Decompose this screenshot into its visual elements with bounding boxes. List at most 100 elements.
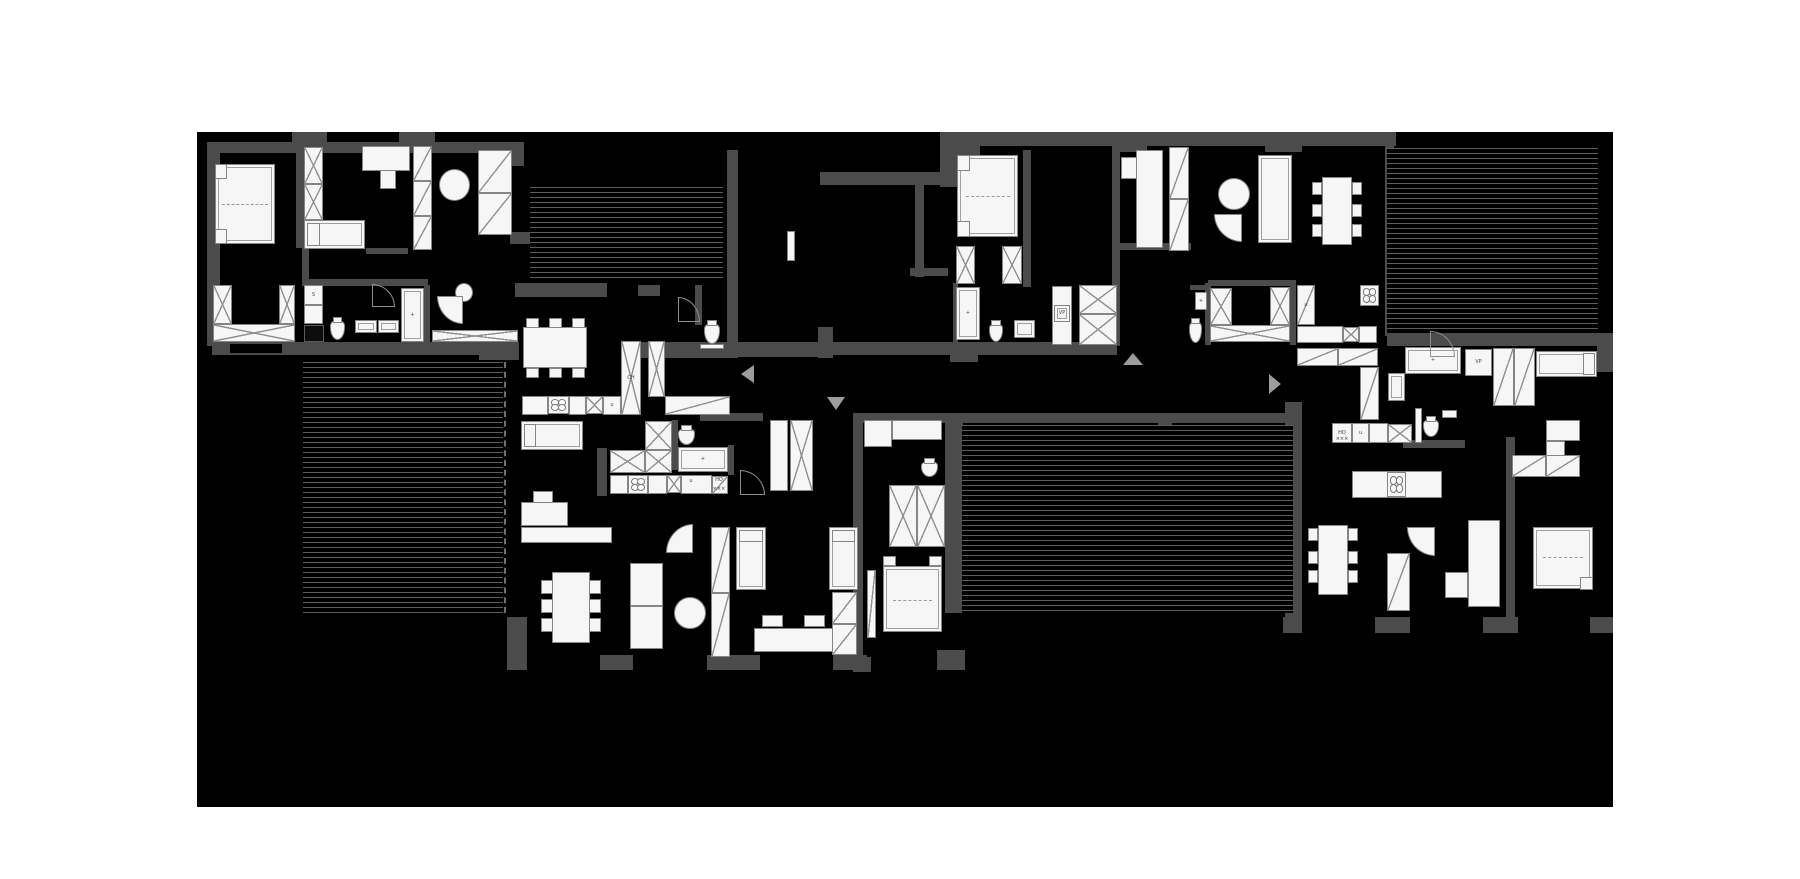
wall (1290, 285, 1296, 345)
wall (695, 285, 702, 325)
chair (572, 368, 585, 378)
dining-table (523, 327, 587, 368)
wall-pillar (292, 132, 327, 145)
kitchen-sink (586, 396, 603, 414)
bed-center-line (893, 600, 932, 601)
towel-rail (1442, 410, 1457, 418)
wardrobe (832, 592, 857, 624)
kitchen-cabinet (1270, 287, 1290, 325)
chair (380, 170, 396, 189)
label: ××× (1335, 435, 1349, 442)
chair (589, 618, 601, 632)
kitchen-sink (667, 475, 681, 493)
wall (1403, 440, 1465, 448)
wall-pillar (1375, 617, 1410, 633)
wall-pillar (833, 655, 867, 670)
bookcase (630, 563, 663, 606)
bathtub: + (678, 447, 728, 472)
kitchen-column (648, 341, 665, 397)
kitchen-counter (1359, 326, 1377, 343)
burner-dot (1368, 295, 1377, 303)
wall (515, 283, 607, 297)
kitchen-counter (681, 475, 712, 494)
wardrobe (790, 420, 813, 491)
kitchen-cabinet (665, 396, 730, 415)
wall (940, 132, 1396, 146)
wall (302, 279, 428, 286)
wall (296, 146, 304, 248)
wall-pillar (1265, 132, 1302, 152)
wardrobe (1493, 348, 1514, 406)
wall (737, 342, 818, 357)
washer: VP (1054, 305, 1070, 322)
chair (1348, 528, 1358, 541)
shelf-box: S (304, 285, 323, 305)
balcony-terrace (530, 187, 723, 278)
door-swing (372, 284, 395, 307)
chair (589, 580, 601, 594)
entry-marker (741, 365, 754, 383)
wall (597, 448, 607, 496)
wardrobe (1360, 367, 1379, 420)
dining-table (552, 572, 590, 643)
tall-cabinet (413, 181, 432, 216)
kitchen-cabinet (610, 450, 645, 473)
door-panel (867, 570, 876, 638)
kitchen-counter (1210, 325, 1290, 342)
bookcase (630, 606, 663, 649)
bathtub: + (401, 288, 424, 342)
chair (1308, 551, 1318, 564)
chair (541, 580, 553, 594)
wall (212, 342, 519, 355)
pillow (307, 223, 320, 246)
balcony-edge (504, 362, 506, 613)
door-panel (1387, 553, 1410, 611)
wall (638, 285, 660, 296)
washer: VP (1465, 349, 1492, 376)
shower (304, 325, 324, 342)
wall (302, 248, 309, 279)
pillow (524, 424, 536, 447)
nightstand (929, 556, 942, 566)
wall (424, 285, 430, 342)
wall (700, 413, 763, 421)
armchair (1546, 441, 1565, 456)
kitchen-counter: u (1352, 423, 1369, 443)
fridge-column: CH (621, 341, 641, 415)
chair (1348, 551, 1358, 564)
bathtub: + (956, 287, 980, 340)
wall (728, 445, 734, 475)
dining-table (1322, 177, 1352, 245)
dining-table (1318, 525, 1348, 595)
sofa (1468, 520, 1500, 607)
washbasin (355, 320, 377, 333)
wall (1208, 280, 1296, 286)
washbasin (378, 320, 399, 333)
wardrobe (1338, 348, 1378, 366)
wall-pillar (1113, 132, 1147, 152)
stove (1387, 472, 1406, 497)
pillow (832, 530, 855, 542)
chair (549, 368, 562, 378)
desk (362, 146, 410, 171)
wall (366, 248, 408, 254)
fan-chair (437, 296, 463, 324)
wall-pillar (707, 655, 760, 670)
nightstand (957, 221, 970, 237)
chair (526, 368, 539, 378)
balcony-terrace (1387, 148, 1598, 333)
wall (853, 423, 863, 659)
dishwasher (712, 476, 728, 494)
wall (853, 413, 1295, 423)
wardrobe (770, 420, 788, 491)
chair (549, 318, 562, 328)
toilet (678, 425, 695, 445)
chair (1121, 157, 1137, 179)
wall-pillar (507, 617, 527, 670)
wall (915, 185, 924, 277)
label: HO (715, 476, 723, 483)
wall (937, 650, 965, 670)
chair (572, 318, 585, 328)
wall (672, 420, 678, 470)
